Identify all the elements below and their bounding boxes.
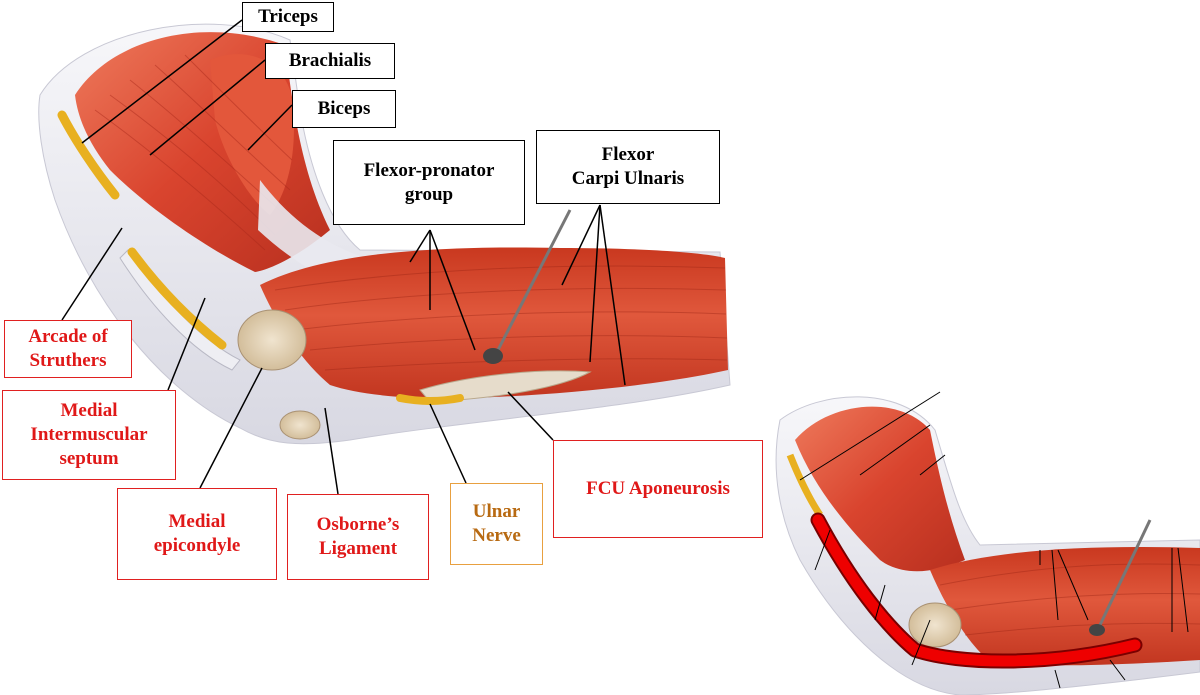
fcu-aponeurosis-band [419, 370, 592, 403]
biceps-muscle [210, 54, 294, 216]
label-triceps: Triceps [242, 2, 334, 32]
label-medial-intermuscular-septum: Medial Intermuscular septum [2, 390, 176, 480]
label-brachialis: Brachialis [265, 43, 395, 79]
label-osbornes-ligament: Osborne’s Ligament [287, 494, 429, 580]
main-arm [38, 23, 731, 445]
secondary-retractor [1098, 519, 1152, 626]
ulnar-nerve-lower [396, 394, 464, 405]
ulnar-nerve-upper [57, 110, 120, 200]
olecranon-bone [279, 410, 321, 440]
label-biceps: Biceps [292, 90, 396, 128]
secondary-upper-muscles [795, 406, 965, 572]
secondary-epicondyle [908, 602, 962, 648]
label-flexor-carpi-ulnaris: Flexor Carpi Ulnaris [536, 130, 720, 204]
secondary-retractor-tip [1089, 624, 1105, 636]
medial-epicondyle-bone [237, 309, 307, 371]
label-flexor-pronator-group: Flexor-pronator group [333, 140, 525, 225]
secondary-ulnar-nerve [786, 453, 823, 517]
transposition-path-fill [812, 514, 1141, 667]
pointer-lines [61, 19, 626, 495]
secondary-forearm-muscles [930, 547, 1200, 666]
label-arcade-of-struthers: Arcade of Struthers [4, 320, 132, 378]
label-fcu-aponeurosis: FCU Aponeurosis [553, 440, 763, 538]
secondary-arm [775, 391, 1200, 695]
label-ulnar-nerve: Ulnar Nerve [450, 483, 543, 565]
label-medial-epicondyle: Medial epicondyle [117, 488, 277, 580]
retractor [496, 209, 572, 351]
ulnar-nerve-mid [127, 247, 227, 350]
retractor-tip [483, 348, 503, 364]
